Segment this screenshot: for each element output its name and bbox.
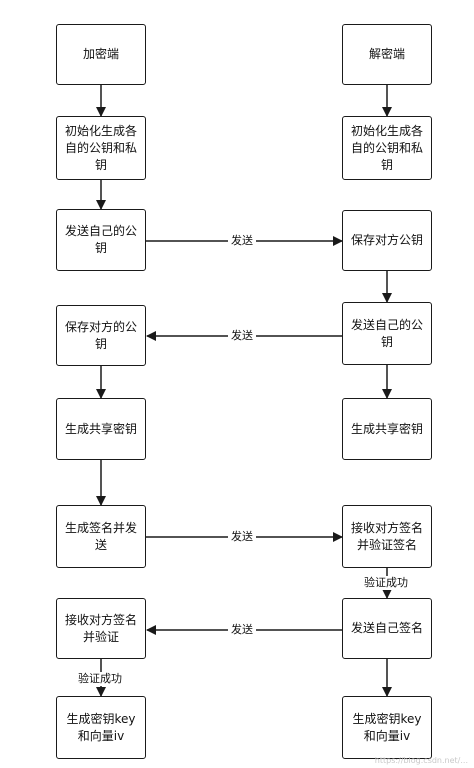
- verify-ok-label-right: 验证成功: [361, 576, 411, 590]
- right-gen-shared-box: 生成共享密钥: [342, 398, 432, 460]
- right-recv-verify-sign-box: 接收对方签名并验证签名: [342, 505, 432, 568]
- send-label-4: 发送: [228, 623, 256, 637]
- right-send-pubkey-box: 发送自己的公钥: [342, 302, 432, 365]
- right-recv-verify-sign-text: 接收对方签名并验证签名: [350, 520, 423, 552]
- left-gen-shared-box: 生成共享密钥: [56, 398, 146, 460]
- verify-ok-label-left: 验证成功: [75, 672, 125, 686]
- encrypt-end-box: 加密端: [56, 24, 146, 85]
- watermark: https://blog.csdn.net/...: [374, 756, 468, 765]
- right-init-keys-box: 初始化生成各自的公钥和私钥: [342, 116, 432, 180]
- left-send-pubkey-box: 发送自己的公钥: [56, 209, 146, 271]
- right-gen-key-iv-box: 生成密钥key和向量iv: [342, 696, 432, 759]
- left-save-pubkey-text: 保存对方的公钥: [64, 319, 137, 351]
- left-init-keys-text: 初始化生成各自的公钥和私钥: [64, 123, 137, 172]
- left-gen-shared-text: 生成共享密钥: [64, 421, 137, 436]
- send-label-1: 发送: [228, 234, 256, 248]
- right-gen-key-iv-text: 生成密钥key和向量iv: [352, 711, 422, 743]
- left-send-pubkey-text: 发送自己的公钥: [64, 224, 137, 255]
- left-gen-key-iv-text: 生成密钥key和向量iv: [66, 711, 136, 743]
- right-send-pubkey-text: 发送自己的公钥: [350, 317, 423, 349]
- decrypt-end-text: 解密端: [368, 47, 405, 61]
- decrypt-end-box: 解密端: [342, 24, 432, 85]
- right-init-keys-text: 初始化生成各自的公钥和私钥: [350, 123, 423, 172]
- left-save-pubkey-box: 保存对方的公钥: [56, 305, 146, 366]
- right-save-pubkey-box: 保存对方公钥: [342, 210, 432, 271]
- right-send-sign-text: 发送自己签名: [350, 621, 423, 635]
- send-label-2: 发送: [228, 329, 256, 343]
- left-gen-sign-send-box: 生成签名并发送: [56, 505, 146, 568]
- right-gen-shared-text: 生成共享密钥: [350, 421, 423, 436]
- right-send-sign-box: 发送自己签名: [342, 598, 432, 659]
- left-init-keys-box: 初始化生成各自的公钥和私钥: [56, 116, 146, 180]
- left-gen-sign-send-text: 生成签名并发送: [64, 520, 137, 552]
- right-save-pubkey-text: 保存对方公钥: [350, 233, 423, 247]
- encrypt-end-text: 加密端: [82, 47, 119, 61]
- left-recv-verify-text: 接收对方签名并验证: [64, 612, 137, 644]
- left-gen-key-iv-box: 生成密钥key和向量iv: [56, 696, 146, 759]
- left-recv-verify-box: 接收对方签名并验证: [56, 598, 146, 659]
- send-label-3: 发送: [228, 530, 256, 544]
